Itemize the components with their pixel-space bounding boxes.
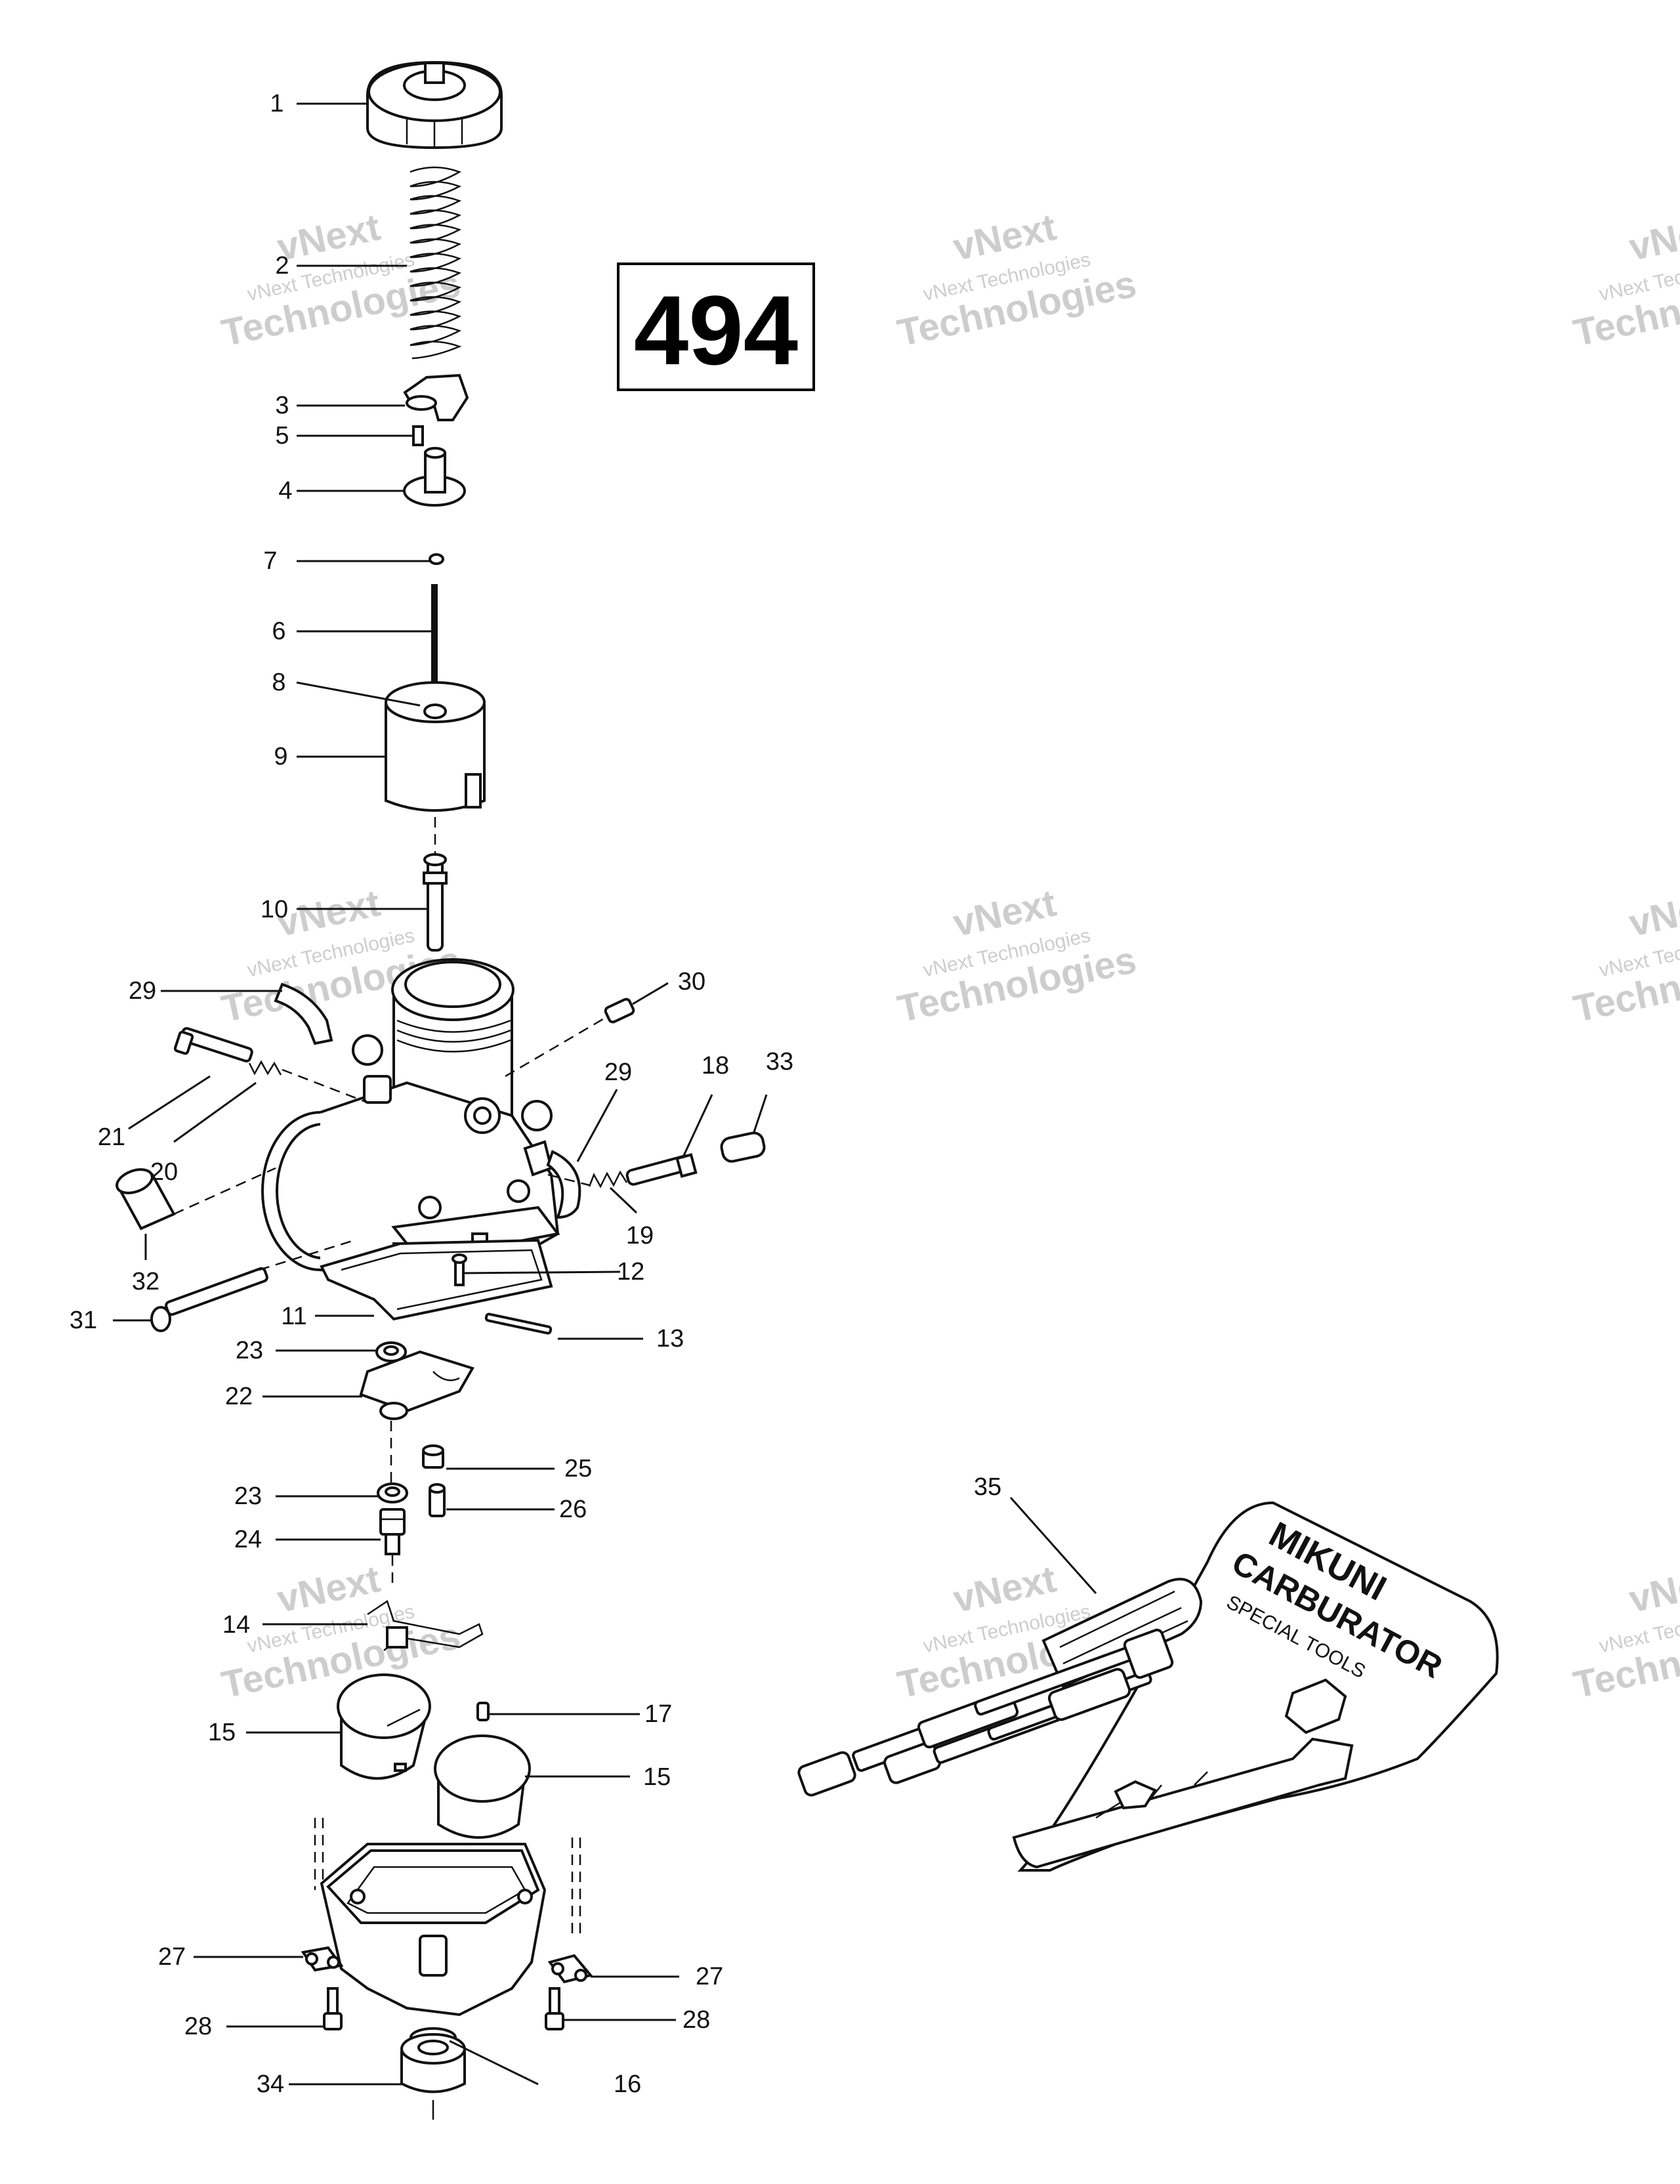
callout-10: 10: [261, 896, 288, 923]
callout-28: 28: [184, 2013, 212, 2040]
callout-2: 2: [275, 252, 289, 280]
watermark: vNext vNext Technologies Technologies: [894, 205, 1140, 354]
part-throttle-valve: [385, 681, 486, 812]
watermark: vNext vNext Technologies Technologies: [218, 205, 464, 354]
callout-31: 31: [70, 1307, 97, 1334]
callout-29: 29: [604, 1059, 632, 1086]
part-screw-12: [452, 1253, 467, 1286]
callout-7: 7: [263, 547, 277, 575]
callout-24: 24: [234, 1526, 262, 1553]
part-float-bowl: [320, 1843, 547, 2017]
part-float-15a: [337, 1673, 431, 1780]
callout-9: 9: [274, 743, 287, 770]
part-needle-retainer-plate: [403, 373, 469, 421]
callout-27: 27: [696, 1963, 723, 1990]
part-sleeve-32: [116, 1168, 176, 1230]
part-jet-needle: [431, 584, 438, 696]
callout-17: 17: [644, 1700, 672, 1728]
callout-19: 19: [626, 1222, 654, 1250]
part-float-arm-14: [367, 1600, 484, 1651]
page-number: 494: [634, 275, 798, 385]
watermark: vNext vNext Technologies Technologies: [1570, 205, 1680, 354]
svg-text:vNext: vNext: [1626, 1557, 1680, 1620]
callout-26: 26: [559, 1496, 587, 1523]
part-needle-holder: [403, 447, 466, 507]
part-washer-23b: [377, 1482, 408, 1503]
part-gasket-11: [320, 1238, 553, 1321]
guide-line: [505, 1016, 607, 1078]
part-float-15b: [434, 1734, 531, 1839]
leader-lines: [113, 102, 1097, 2086]
part-washer-23a: [375, 1341, 407, 1362]
callout-11: 11: [281, 1303, 306, 1330]
part-vent-tube-left: [274, 982, 333, 1045]
part-bolt-31: [150, 1267, 268, 1332]
part-jet-25: [422, 1444, 444, 1469]
callout-4: 4: [278, 477, 292, 505]
part-cap-33: [720, 1131, 766, 1163]
part-throttle-spring: [410, 166, 462, 360]
callout-22: 22: [225, 1383, 253, 1410]
callout-12: 12: [617, 1258, 644, 1286]
part-spring-20: [248, 1060, 282, 1076]
part-e-clip: [429, 553, 444, 565]
part-vent-tube-right: [546, 1150, 581, 1219]
callout-27: 27: [158, 1943, 186, 1971]
part-spring-19: [588, 1170, 628, 1188]
callout-35: 35: [974, 1473, 1001, 1501]
callout-33: 33: [766, 1048, 793, 1076]
part-screw-18: [625, 1153, 698, 1186]
guide-line: [282, 1068, 368, 1104]
part-mixing-chamber-cap: [366, 60, 503, 150]
watermark: vNext vNext Technologies Technologies: [1570, 881, 1680, 1030]
callout-15: 15: [208, 1719, 236, 1746]
part-screw-28b: [545, 1987, 564, 2030]
callout-3: 3: [275, 392, 289, 419]
part-tool-kit-35: MIKUNI CARBURATOR SPECIAL TOOLS: [797, 1501, 1499, 1872]
callout-32: 32: [132, 1268, 159, 1295]
watermark: vNext vNext Technologies Technologies: [894, 881, 1140, 1030]
callout-30: 30: [678, 968, 705, 996]
part-drain-plug-34: [400, 2033, 466, 2093]
callout-5: 5: [275, 422, 289, 450]
callout-28: 28: [682, 2006, 710, 2034]
guide-line: [173, 1167, 276, 1215]
callout-6: 6: [272, 618, 285, 645]
callout-14: 14: [222, 1611, 250, 1639]
callout-29: 29: [129, 977, 156, 1005]
svg-text:vNext: vNext: [1626, 205, 1680, 268]
callout-1: 1: [270, 90, 284, 117]
watermark-group: vNext vNext Technologies Technologies vN…: [218, 205, 1680, 1706]
callout-13: 13: [656, 1325, 684, 1353]
part-clip: [412, 425, 424, 446]
part-clip-27a: [301, 1946, 344, 1972]
callout-34: 34: [257, 2070, 284, 2098]
page-number-box: 494: [617, 262, 815, 391]
part-jet-26: [429, 1483, 446, 1517]
svg-text:vNext: vNext: [1626, 881, 1680, 944]
parts-drawing: MIKUNI CARBURATOR SPECIAL TOOLS: [116, 60, 1499, 2120]
part-plate-22: [359, 1350, 474, 1420]
part-screw-28a: [323, 1987, 343, 2030]
guide-line: [547, 1173, 590, 1186]
callout-21: 21: [98, 1124, 125, 1151]
callout-8: 8: [272, 669, 285, 696]
callout-labels: 1 2 3 5 4 7 6 8 9 10 29 30 29 18 33 21 2…: [70, 90, 1001, 2098]
part-plug-30: [604, 998, 635, 1024]
callout-15: 15: [643, 1763, 671, 1791]
watermark: vNext vNext Technologies Technologies: [1570, 1557, 1680, 1706]
callout-16: 16: [614, 2070, 641, 2098]
callout-18: 18: [702, 1052, 729, 1080]
part-pin-13: [484, 1312, 553, 1335]
callout-20: 20: [150, 1158, 178, 1186]
part-clip-27b: [547, 1954, 593, 1984]
part-pin-17: [476, 1702, 490, 1721]
part-needle-jet: [423, 853, 448, 952]
callout-25: 25: [564, 1455, 592, 1482]
part-valve-seat-24: [379, 1508, 406, 1555]
callout-23: 23: [236, 1337, 263, 1364]
part-screw-21: [173, 1027, 253, 1062]
callout-23: 23: [234, 1482, 262, 1510]
